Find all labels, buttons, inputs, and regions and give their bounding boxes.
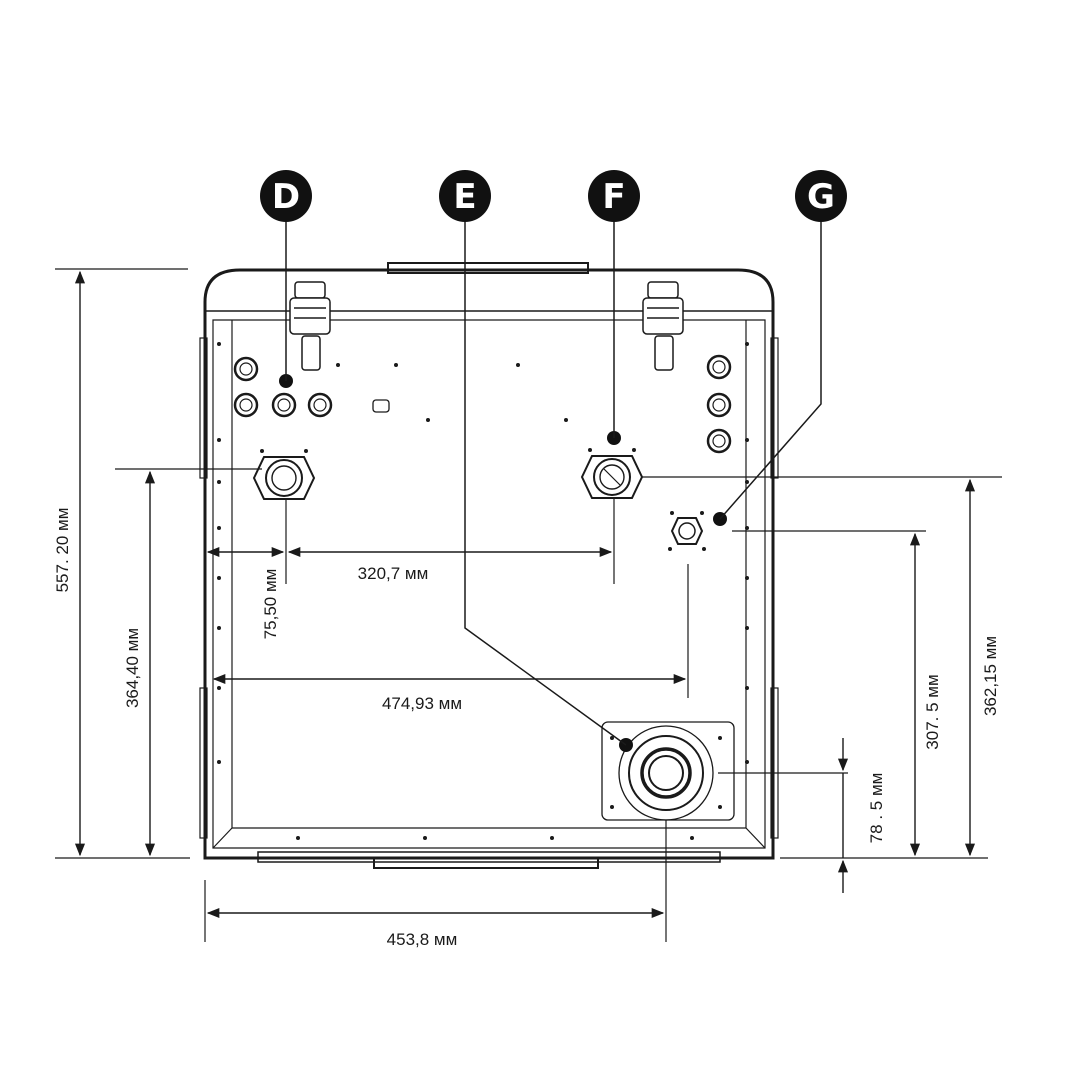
left-pipe-fitting — [252, 456, 316, 500]
callout-e: E — [439, 170, 491, 222]
dim-total-height: 557. 20 мм — [53, 508, 72, 593]
dim-left-offset: 75,50 мм — [261, 569, 280, 640]
small-connectors — [233, 354, 732, 454]
callout-targets — [279, 374, 727, 752]
dim-f-height: 362,15 мм — [981, 636, 1000, 716]
callout-d-label: D — [272, 177, 300, 217]
right-pipe-fitting — [580, 455, 644, 499]
dim-flue-offset: 453,8 мм — [387, 930, 458, 949]
screw-dots — [217, 342, 749, 840]
callout-e-label: E — [453, 177, 476, 217]
callout-f: F — [588, 170, 640, 222]
dim-width-to-g: 474,93 мм — [382, 694, 462, 713]
flue-outlet — [601, 721, 735, 821]
dim-pipe-spacing: 320,7 мм — [358, 564, 429, 583]
dim-left-pipe-height: 364,40 мм — [123, 628, 142, 708]
gas-fitting — [670, 517, 704, 545]
leader-lines — [285, 218, 822, 746]
boiler-body — [199, 262, 779, 869]
dim-flue-height: 78 . 5 мм — [867, 773, 886, 844]
callout-g-label: G — [807, 177, 835, 217]
right-latch — [642, 281, 684, 371]
extension-lines — [55, 268, 1002, 942]
callout-d: D — [260, 170, 312, 222]
callout-f-label: F — [602, 177, 625, 217]
dim-g-height: 307. 5 мм — [923, 674, 942, 749]
callout-g: G — [795, 170, 847, 222]
dimension-lines — [74, 270, 976, 919]
left-latch — [289, 281, 331, 371]
dimension-labels: 557. 20 мм 364,40 мм 75,50 мм 320,7 мм 4… — [53, 508, 1000, 949]
